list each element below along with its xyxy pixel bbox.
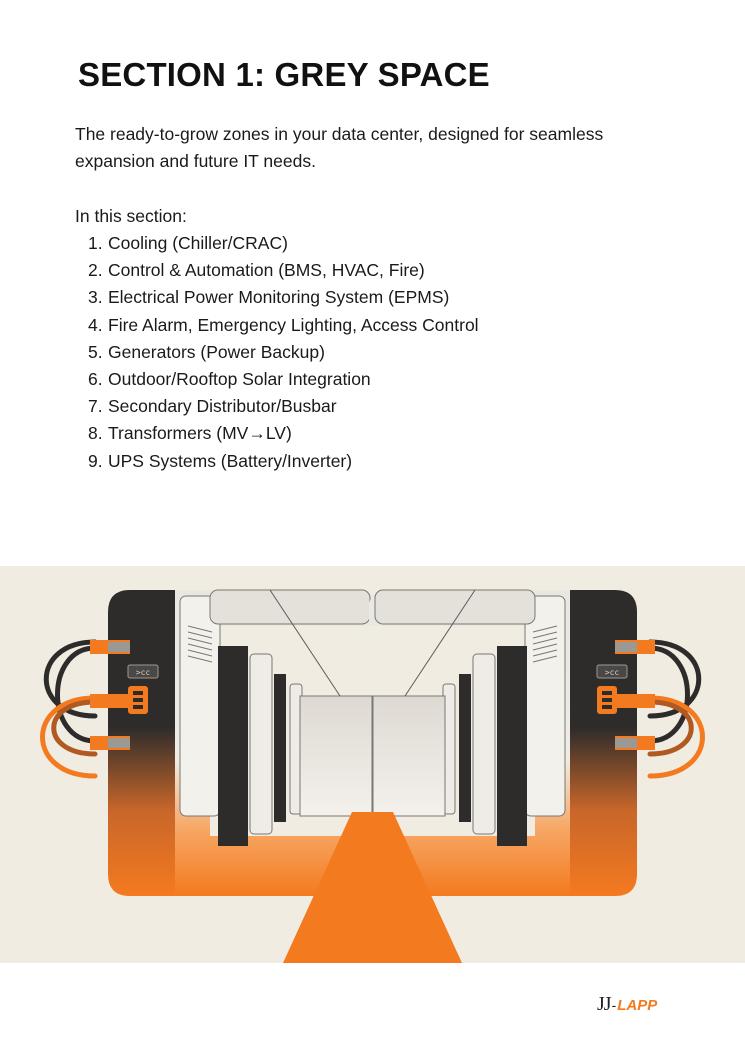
list-item: 4.Fire Alarm, Emergency Lighting, Access… (88, 312, 479, 339)
section-list: 1.Cooling (Chiller/CRAC) 2.Control & Aut… (88, 230, 479, 475)
list-item-number: 7. (88, 396, 103, 417)
list-item-number: 5. (88, 341, 103, 362)
list-item-label: Secondary Distributor/Busbar (108, 396, 337, 417)
list-item-label: Outdoor/Rooftop Solar Integration (108, 369, 371, 390)
list-lead: In this section: (75, 206, 187, 226)
list-item-number: 3. (88, 287, 103, 308)
list-item: 1.Cooling (Chiller/CRAC) (88, 230, 479, 257)
list-item-label: Fire Alarm, Emergency Lighting, Access C… (108, 314, 479, 335)
list-item: 3.Electrical Power Monitoring System (EP… (88, 284, 479, 311)
brand-lapp: LAPP (617, 997, 658, 1014)
list-item-number: 1. (88, 233, 103, 253)
page-title: SECTION 1: GREY SPACE (78, 56, 490, 93)
list-item-label: Generators (Power Backup) (108, 341, 325, 362)
list-item-label: UPS Systems (Battery/Inverter) (108, 450, 353, 471)
list-item-number: 8. (88, 423, 103, 444)
cable-bundle-left (40, 639, 98, 779)
list-item-label: Electrical Power Monitoring System (EPMS… (108, 287, 450, 308)
list-item: 6.Outdoor/Rooftop Solar Integration (88, 366, 479, 393)
cable-bundle-right (647, 639, 705, 779)
data-center-corridor-illustration: >cc >cc (0, 566, 745, 963)
orange-floor-beam (283, 812, 462, 963)
corridor-svg: >cc >cc (40, 589, 705, 963)
list-item-number: 4. (88, 314, 103, 335)
connector-block-left: >cc (90, 640, 159, 750)
list-item: 9.UPS Systems (Battery/Inverter) (88, 448, 479, 475)
list-item: 8.Transformers (MV→LV) (88, 420, 479, 447)
list-item-number: 6. (88, 369, 103, 390)
list-item: 2.Control & Automation (BMS, HVAC, Fire) (88, 257, 479, 284)
list-item-number: 2. (88, 260, 103, 281)
brand-dash: - (611, 997, 617, 1013)
panel-label-right: >cc (605, 668, 620, 677)
connector-block-right: >cc (596, 640, 655, 750)
brand-logo: JJ - LAPP (597, 993, 657, 1016)
intro-paragraph: The ready-to-grow zones in your data cen… (75, 124, 604, 171)
list-item: 5.Generators (Power Backup) (88, 339, 479, 366)
vent-lines-right (532, 625, 558, 663)
panel-label-left: >cc (136, 668, 151, 677)
vent-lines-left (187, 625, 213, 663)
list-item-label: Transformers (MV→LV) (108, 423, 292, 444)
list-item: 7.Secondary Distributor/Busbar (88, 393, 479, 420)
list-item-label: Control & Automation (BMS, HVAC, Fire) (108, 260, 425, 281)
brand-jj: JJ (597, 993, 612, 1015)
list-item-label: Cooling (Chiller/CRAC) (108, 233, 288, 253)
list-item-number: 9. (88, 450, 103, 471)
